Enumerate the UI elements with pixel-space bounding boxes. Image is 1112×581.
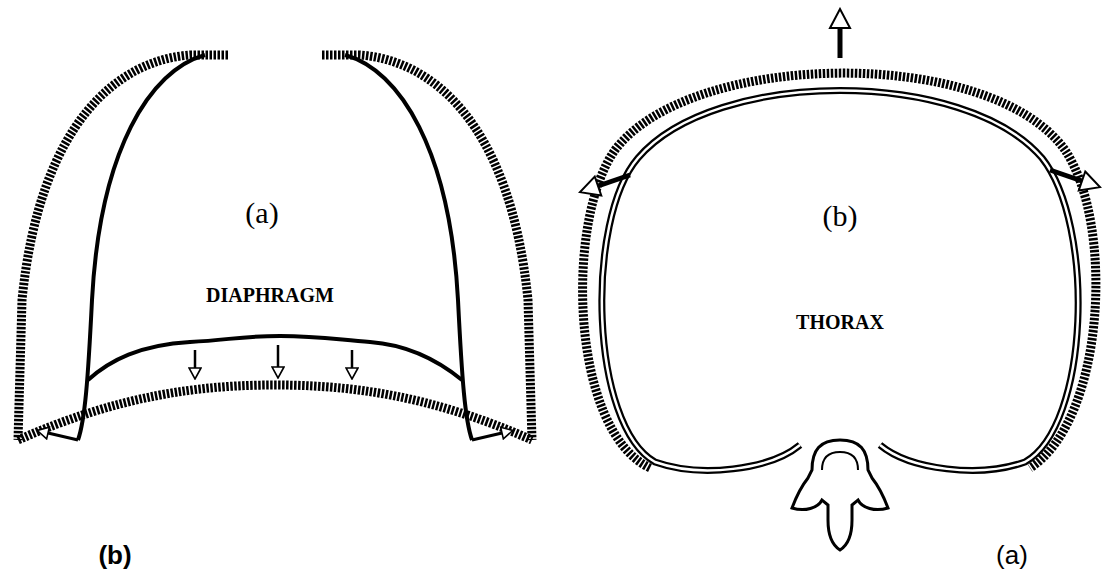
figure-letter: (b) xyxy=(823,199,858,232)
diaphragm-figure xyxy=(18,55,532,440)
thorax-figure xyxy=(583,28,1096,550)
panel-letter: (a) xyxy=(996,541,1028,570)
figure-letter: (a) xyxy=(245,196,278,229)
region-label: THORAX xyxy=(796,311,884,333)
panel-letter: (b) xyxy=(98,541,131,570)
region-label: DIAPHRAGM xyxy=(206,284,334,306)
